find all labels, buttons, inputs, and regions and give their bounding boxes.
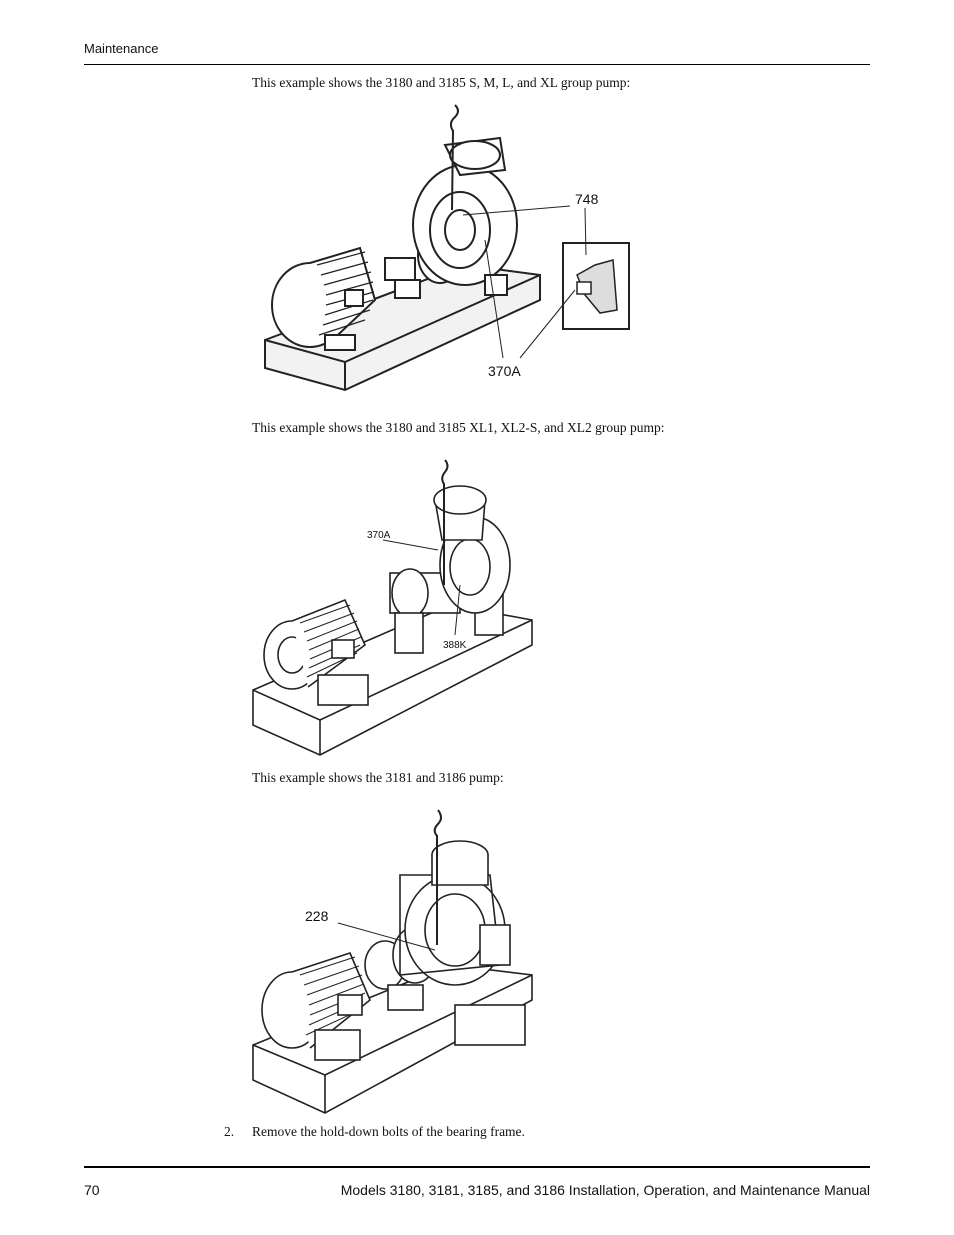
figure-2-callout-370a: 370A (367, 530, 391, 541)
step-number: 2. (224, 1124, 235, 1139)
footer-divider (84, 1166, 870, 1168)
figure-1-callout-370a: 370A (488, 363, 521, 379)
figure-1-callout-748: 748 (575, 191, 599, 207)
figure-2-callout-388k: 388K (443, 640, 467, 651)
figure-3-callout-228: 228 (305, 908, 329, 924)
figure-1-caption: This example shows the 3180 and 3185 S, … (252, 75, 631, 90)
figure-1-pump-illustration: 748 370A (264, 104, 630, 392)
page-header-section: Maintenance (84, 41, 159, 56)
figure-3-pump-illustration: 228 (252, 809, 533, 1114)
step-instruction: Remove the hold-down bolts of the bearin… (252, 1124, 525, 1139)
manual-title: Models 3180, 3181, 3185, and 3186 Instal… (340, 1182, 870, 1198)
figure-3-caption: This example shows the 3181 and 3186 pum… (252, 770, 504, 785)
figure-2-caption: This example shows the 3180 and 3185 XL1… (252, 420, 665, 435)
figure-2-pump-illustration: 370A 388K (252, 459, 533, 756)
page-number: 70 (84, 1182, 100, 1198)
header-divider (84, 64, 870, 65)
